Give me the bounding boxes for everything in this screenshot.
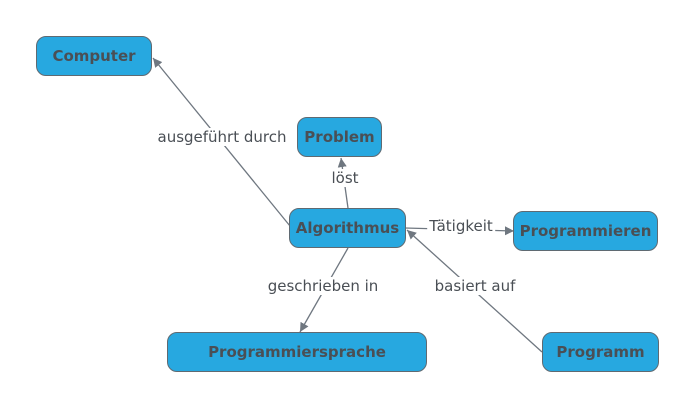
node-programmiersprache[interactable]: Programmiersprache [167,332,427,372]
node-programmieren[interactable]: Programmieren [513,211,658,251]
node-programm[interactable]: Programm [542,332,659,372]
node-problem[interactable]: Problem [297,117,382,157]
edge-label-ausgefuehrt-durch: ausgeführt durch [155,128,289,146]
edge-label-basiert-auf: basiert auf [432,277,518,295]
edge-label-taetigkeit: Tätigkeit [427,217,495,235]
edge-label-geschrieben-in: geschrieben in [265,277,381,295]
edge-label-loest: löst [329,169,361,187]
node-computer[interactable]: Computer [36,36,152,76]
node-algorithmus[interactable]: Algorithmus [289,208,406,248]
